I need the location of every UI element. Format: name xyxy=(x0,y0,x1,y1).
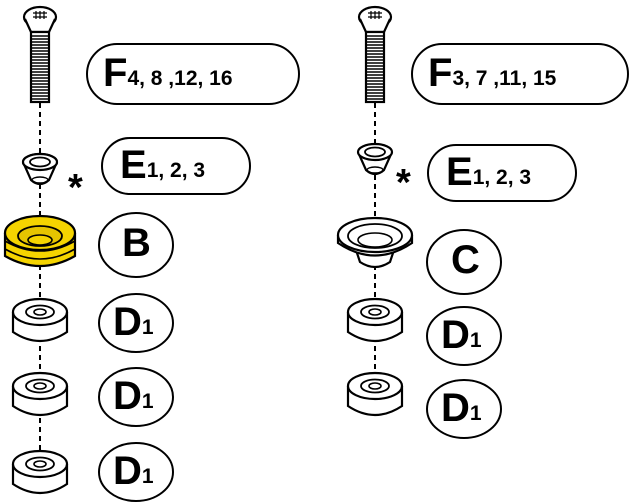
left-bearing-2-label-bubble xyxy=(98,367,174,427)
left-bearing-1-label-bubble xyxy=(98,293,174,353)
left-bearing-2 xyxy=(11,371,69,417)
right-screw-label-bubble xyxy=(411,43,629,105)
left-bearing-3-label-bubble xyxy=(98,442,174,502)
left-washer xyxy=(21,152,59,186)
left-screw-label-bubble xyxy=(86,43,300,105)
right-bearing-2 xyxy=(346,371,404,417)
right-washer xyxy=(356,142,394,176)
left-washer-label-bubble xyxy=(101,137,251,195)
right-washer-label-bubble xyxy=(427,144,577,202)
left-bearing-1 xyxy=(11,297,69,343)
right-screw xyxy=(357,5,393,104)
left-bushing-label-bubble xyxy=(98,212,174,278)
right-bearing-2-label-bubble xyxy=(426,379,502,439)
left-bearing-3 xyxy=(11,449,69,495)
right-bearing-1-label-bubble xyxy=(426,306,502,366)
right-bearing-1 xyxy=(346,297,404,343)
left-screw xyxy=(22,5,58,104)
right-bushing-label-bubble xyxy=(426,229,502,295)
left-bushing-b xyxy=(3,214,77,267)
right-bushing-c xyxy=(336,216,414,269)
